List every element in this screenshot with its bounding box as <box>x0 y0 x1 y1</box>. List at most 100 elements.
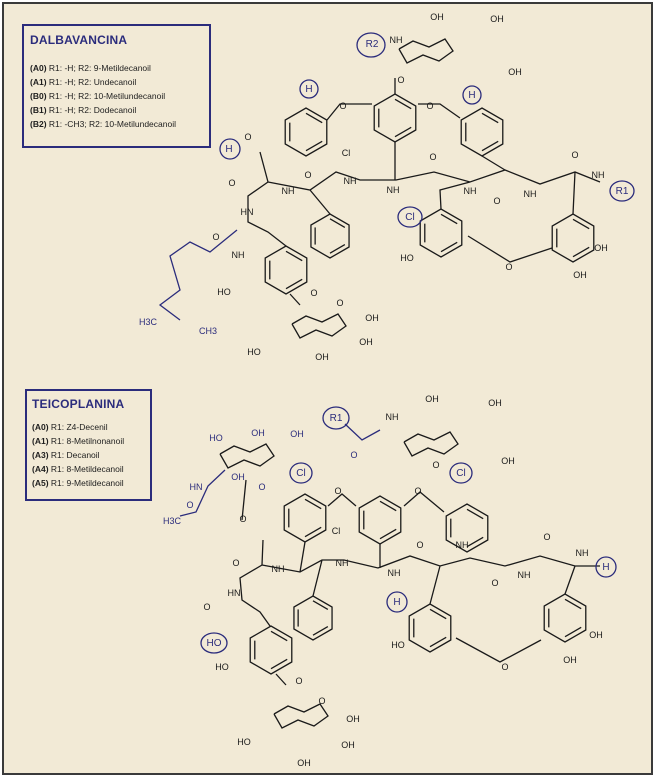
dal-variant-b2: (B2) R1: -CH3; R2: 10-Metilundecanoil <box>30 119 176 129</box>
dal-sugar-bottom <box>291 313 347 339</box>
dal-r2-circle <box>356 32 386 58</box>
tei-ring-2-double-bond <box>379 528 397 540</box>
dal-oh-1: OH <box>430 12 444 22</box>
dal-nh-1: NH <box>282 186 295 196</box>
tei-ring-3-double-bond <box>466 508 484 520</box>
dal-oh-8: OH <box>315 352 329 362</box>
tei-o-5: O <box>334 486 341 496</box>
dal-ring-6-double-bond <box>440 213 458 225</box>
tei-ring-6-double-bond <box>429 608 447 620</box>
dal-oh-2: OH <box>490 14 504 24</box>
dal-nh-6: NH <box>592 170 605 180</box>
tei-ether-links <box>241 479 542 686</box>
tei-o-12: O <box>203 602 210 612</box>
tei-nh-3: NH <box>388 568 401 578</box>
tei-ring-1-double-bond <box>304 526 322 538</box>
dal-r2-label: R2 <box>366 39 379 50</box>
tei-o-4: O <box>186 500 193 510</box>
tei-ho-circle <box>200 632 228 654</box>
dal-side-chain <box>158 229 238 321</box>
tei-oh-10: OH <box>341 740 355 750</box>
tei-nh-2: NH <box>336 558 349 568</box>
tei-ring-4-double-bond <box>312 600 329 610</box>
tei-r1-link <box>344 423 381 441</box>
tei-h-2: H <box>393 597 400 608</box>
dal-ring-5 <box>264 245 308 295</box>
dal-h-3: H <box>225 144 232 155</box>
dal-ch3: CH3 <box>199 326 217 336</box>
dalbavancin-title: DALBAVANCINA <box>30 33 128 47</box>
tei-oh-8: OH <box>563 655 577 665</box>
tei-ring-2-double-bond <box>379 500 397 512</box>
tei-o-1: O <box>350 450 357 460</box>
tei-ring-6 <box>408 603 452 653</box>
tei-ring-2 <box>358 495 402 545</box>
dal-nh-7: NH <box>232 250 245 260</box>
dal-o-3: O <box>426 101 433 111</box>
dal-o-13: O <box>336 298 343 308</box>
dal-o-6: O <box>304 170 311 180</box>
tei-ring-5 <box>249 625 293 675</box>
dal-ho-2: HO <box>217 287 231 297</box>
teicoplanin-legend: TEICOPLANINA (A0) R1: Z4-Decenil (A1) R1… <box>25 389 152 501</box>
tei-nh-1: NH <box>272 564 285 574</box>
dal-oh-3: OH <box>508 67 522 77</box>
tei-nh-6: NH <box>576 548 589 558</box>
tei-ho-2: HO <box>207 638 222 649</box>
tei-variant-a1: (A1) R1: 8-Metilnonanoil <box>32 436 125 446</box>
tei-oh-1: OH <box>425 394 439 404</box>
dal-o-10: O <box>212 232 219 242</box>
dal-oh-6: OH <box>365 313 379 323</box>
dal-o-7: O <box>429 152 436 162</box>
dal-oh-7: OH <box>359 337 373 347</box>
dalbavancin-structure <box>158 38 601 339</box>
tei-ring-1-double-bond <box>304 498 322 510</box>
tei-ho-4: HO <box>215 662 229 672</box>
tei-h-circle-2 <box>386 591 408 613</box>
dal-sugar-top <box>398 38 454 64</box>
tei-acetamide <box>179 469 226 517</box>
tei-o-15: O <box>318 696 325 706</box>
tei-oh-2: OH <box>488 398 502 408</box>
tei-variant-a4: (A4) R1: 8-Metildecanoil <box>32 464 124 474</box>
dal-hn-1: HN <box>241 207 254 217</box>
tei-ring-7-double-bond <box>564 626 582 638</box>
dal-ring-4-double-bond <box>329 218 346 228</box>
tei-cl-1: Cl <box>456 468 465 479</box>
dal-variant-a0: (A0) R1: -H; R2: 9-Metildecanoil <box>30 63 151 73</box>
dal-h-1: H <box>305 84 312 95</box>
dal-ring-2 <box>373 93 417 143</box>
tei-variant-a5: (A5) R1: 9-Metildecanoil <box>32 478 124 488</box>
tei-o-9: O <box>416 540 423 550</box>
tei-nh-top: NH <box>386 412 399 422</box>
dal-o-9: O <box>571 150 578 160</box>
tei-o-14: O <box>295 676 302 686</box>
dal-cl-1: Cl <box>342 148 351 158</box>
dal-o-2: O <box>339 101 346 111</box>
dal-ho-3: HO <box>247 347 261 357</box>
tei-ring-4-double-bond <box>312 626 329 636</box>
tei-h-circle-1 <box>595 556 617 578</box>
dal-cl-circle <box>397 206 423 228</box>
dal-o-5: O <box>228 178 235 188</box>
tei-ho-1: HO <box>209 433 223 443</box>
dal-ring-4 <box>310 213 350 259</box>
dal-ring-7 <box>551 213 595 263</box>
tei-hn-2: HN <box>228 588 241 598</box>
dal-cl-2: Cl <box>405 212 414 223</box>
tei-ring-4 <box>293 595 333 641</box>
tei-oh-6: OH <box>231 472 245 482</box>
tei-variant-a0: (A0) R1: Z4-Decenil <box>32 422 108 432</box>
dal-ether-links <box>289 78 553 306</box>
dal-ring-5-double-bond <box>285 250 303 262</box>
tei-oh-3: OH <box>501 456 515 466</box>
tei-variant-a3: (A3) R1: Decanoil <box>32 450 100 460</box>
tei-oh-7: OH <box>589 630 603 640</box>
tei-r1-circle <box>322 406 350 430</box>
dalbavancin-legend: DALBAVANCINA (A0) R1: -H; R2: 9-Metildec… <box>22 24 211 148</box>
tei-nh-4: NH <box>456 540 469 550</box>
tei-oh-9: OH <box>346 714 360 724</box>
dal-ring-1 <box>284 107 328 157</box>
dal-ho-1: HO <box>400 253 414 263</box>
dal-nh-5: NH <box>524 189 537 199</box>
